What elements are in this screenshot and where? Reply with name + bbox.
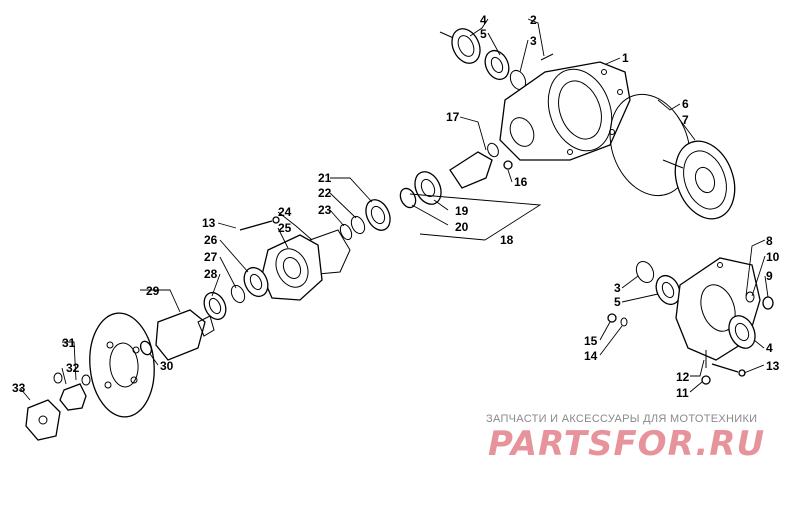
callout-3-right: 3 — [614, 281, 621, 295]
watermark-logo: PARTSFOR.RU — [488, 424, 766, 464]
leader-lines — [19, 18, 769, 401]
callout-18: 18 — [500, 233, 514, 247]
watermark-tagline: ЗАПЧАСТИ И АКСЕССУАРЫ ДЛЯ МОТОТЕХНИКИ — [486, 413, 758, 425]
callout-22: 22 — [318, 186, 332, 200]
callout-29: 29 — [146, 284, 160, 298]
flange-housing-25 — [261, 234, 323, 301]
callout-8: 8 — [766, 234, 773, 248]
seal-4-right — [728, 315, 756, 349]
washer-30 — [139, 340, 153, 356]
bearing-26 — [243, 266, 269, 298]
callout-1: 1 — [622, 51, 629, 65]
callout-14: 14 — [584, 349, 598, 363]
callout-10: 10 — [766, 250, 780, 264]
callout-labels: 4 5 2 3 1 6 7 17 16 21 22 23 19 20 18 13… — [12, 13, 780, 400]
callout-9: 9 — [766, 269, 773, 283]
callout-28: 28 — [204, 267, 218, 281]
bearing-5-top — [484, 49, 510, 81]
callout-4-right: 4 — [766, 341, 773, 355]
callout-19: 19 — [455, 204, 469, 218]
callout-6: 6 — [682, 97, 689, 111]
callout-11: 11 — [676, 386, 689, 400]
ring-gear-7 — [662, 140, 736, 220]
callout-33: 33 — [12, 381, 26, 395]
plug-9 — [762, 296, 774, 310]
callout-13-left: 13 — [202, 216, 216, 230]
callout-26: 26 — [204, 233, 218, 247]
callout-21: 21 — [318, 171, 332, 185]
callout-13-right: 13 — [766, 359, 780, 373]
snap-ring-27 — [230, 284, 246, 304]
callout-12: 12 — [676, 370, 690, 384]
bearing-5-right — [655, 274, 681, 306]
callout-30: 30 — [160, 359, 174, 373]
callout-31: 31 — [62, 336, 76, 350]
washer-10 — [745, 291, 755, 303]
differential-housing-1 — [499, 61, 631, 161]
callout-27: 27 — [204, 250, 218, 264]
callout-5-right: 5 — [614, 295, 621, 309]
seal-4-top — [439, 28, 481, 64]
brake-disc — [89, 312, 155, 418]
u-joint-32 — [53, 372, 91, 411]
oring-6 — [609, 93, 691, 197]
callout-4-top: 4 — [480, 13, 487, 27]
callout-32: 32 — [66, 361, 80, 375]
output-yoke-29 — [155, 309, 215, 361]
bolt-13-right — [711, 363, 746, 377]
callout-7: 7 — [682, 113, 689, 127]
callout-3-top: 3 — [530, 34, 537, 48]
callout-23: 23 — [318, 203, 332, 217]
callout-2: 2 — [530, 13, 537, 27]
pinion-gear-17 — [449, 142, 499, 189]
stud-2 — [540, 53, 554, 61]
screw-12-washer-11 — [701, 350, 711, 385]
callout-5-top: 5 — [480, 27, 487, 41]
bolt-13-left — [239, 216, 280, 231]
seal-21 — [365, 199, 391, 231]
callout-15: 15 — [584, 334, 598, 348]
spacer-20 — [399, 187, 417, 209]
nut-16 — [503, 160, 513, 170]
callout-16: 16 — [514, 175, 528, 189]
callout-25: 25 — [278, 221, 292, 235]
oring-3-right — [635, 260, 655, 284]
callout-24: 24 — [278, 205, 292, 219]
callout-17: 17 — [446, 110, 460, 124]
washer-14-15 — [607, 313, 628, 327]
seal-28 — [203, 291, 227, 321]
flange-33 — [25, 399, 61, 441]
callout-20: 20 — [455, 220, 469, 234]
